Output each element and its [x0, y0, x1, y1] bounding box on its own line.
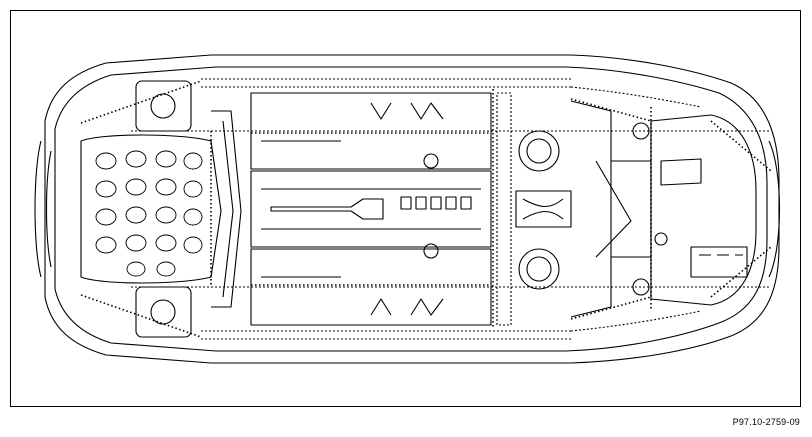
rear-bumper [768, 140, 781, 278]
rear-floor [632, 114, 757, 306]
rear-left-spring-seat [518, 130, 560, 172]
floor-holes [95, 150, 203, 277]
weld-seams [80, 80, 772, 338]
front-floor-panel [80, 134, 222, 284]
front-left-mount [135, 80, 192, 132]
front-bumper [34, 140, 42, 278]
figure-reference-code: P97.10-2759-09 [732, 417, 800, 427]
rear-right-spring-seat [518, 248, 560, 290]
central-tunnel [250, 170, 492, 248]
inner-outline [54, 66, 768, 352]
side-rails [131, 78, 771, 340]
figure-frame [10, 10, 801, 407]
front-crossmember [211, 110, 242, 308]
vehicle-underbody-drawing [34, 54, 781, 364]
floor-panels [250, 92, 492, 326]
front-right-mount [135, 286, 192, 338]
body-outline [44, 54, 780, 364]
rear-axle-area [496, 92, 652, 326]
